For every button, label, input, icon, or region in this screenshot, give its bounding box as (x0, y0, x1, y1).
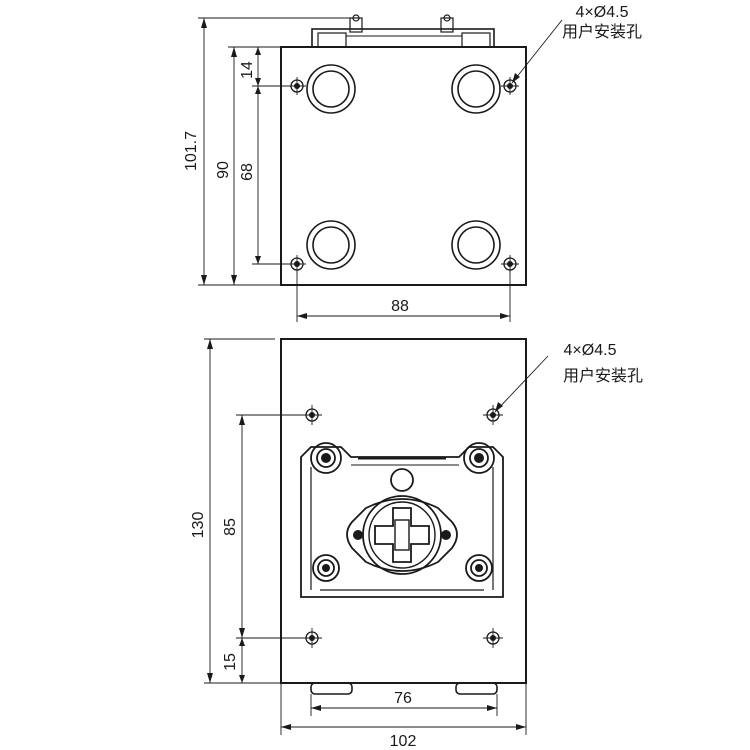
bottom-mount-hole-br (483, 628, 503, 648)
dim-85-15: 85 15 (222, 414, 306, 683)
dim-76-label: 76 (394, 690, 412, 707)
top-boss-tr (451, 64, 501, 114)
dim-102: 102 (280, 683, 527, 750)
bottom-boss-br (465, 554, 493, 582)
top-view: 101.7 90 14 68 8 (183, 4, 642, 322)
indicator-lamp (390, 468, 414, 492)
rotary-knob (346, 495, 458, 575)
top-note-count: 4×Ø4.5 (576, 4, 629, 21)
dim-15-label: 15 (222, 653, 239, 671)
dim-101-7-label: 101.7 (183, 131, 200, 171)
knob-cross (374, 507, 430, 563)
bottom-body-outline (280, 338, 527, 684)
dim-101-7: 101.7 (183, 17, 352, 286)
top-boss-br (451, 220, 501, 270)
dim-76: 76 (310, 690, 498, 716)
bottom-hole-note: 4×Ø4.5 用户安装孔 (494, 342, 643, 413)
dim-14-68: 14 68 (239, 47, 292, 265)
bottom-boss-bl (312, 554, 340, 582)
bottom-note-label: 用户安装孔 (563, 366, 643, 385)
dim-90: 90 (215, 46, 281, 285)
top-boss-bl (306, 220, 356, 270)
bottom-view: 130 85 15 76 (190, 338, 643, 750)
top-body-outline (280, 46, 527, 286)
top-mount-hole-tr (501, 77, 519, 95)
top-terminal-bar (311, 14, 495, 48)
dim-14-label: 14 (239, 61, 256, 79)
dim-68-label: 68 (239, 163, 256, 181)
dim-88: 88 (296, 270, 511, 322)
dim-102-label: 102 (390, 733, 417, 750)
bottom-note-count: 4×Ø4.5 (564, 342, 617, 359)
dim-130: 130 (190, 338, 310, 684)
dim-85-label: 85 (222, 518, 239, 536)
bottom-boss-tl (310, 442, 342, 474)
top-mount-hole-br (501, 255, 519, 273)
bottom-mount-hole-tr (483, 405, 503, 425)
dim-130-label: 130 (190, 512, 207, 539)
bottom-feet (310, 682, 498, 695)
dim-88-label: 88 (391, 298, 409, 315)
bottom-boss-tr (463, 442, 495, 474)
top-hole-note: 4×Ø4.5 用户安装孔 (511, 4, 642, 84)
top-boss-tl (306, 64, 356, 114)
dim-90-label: 90 (215, 161, 232, 179)
top-note-label: 用户安装孔 (562, 22, 642, 41)
